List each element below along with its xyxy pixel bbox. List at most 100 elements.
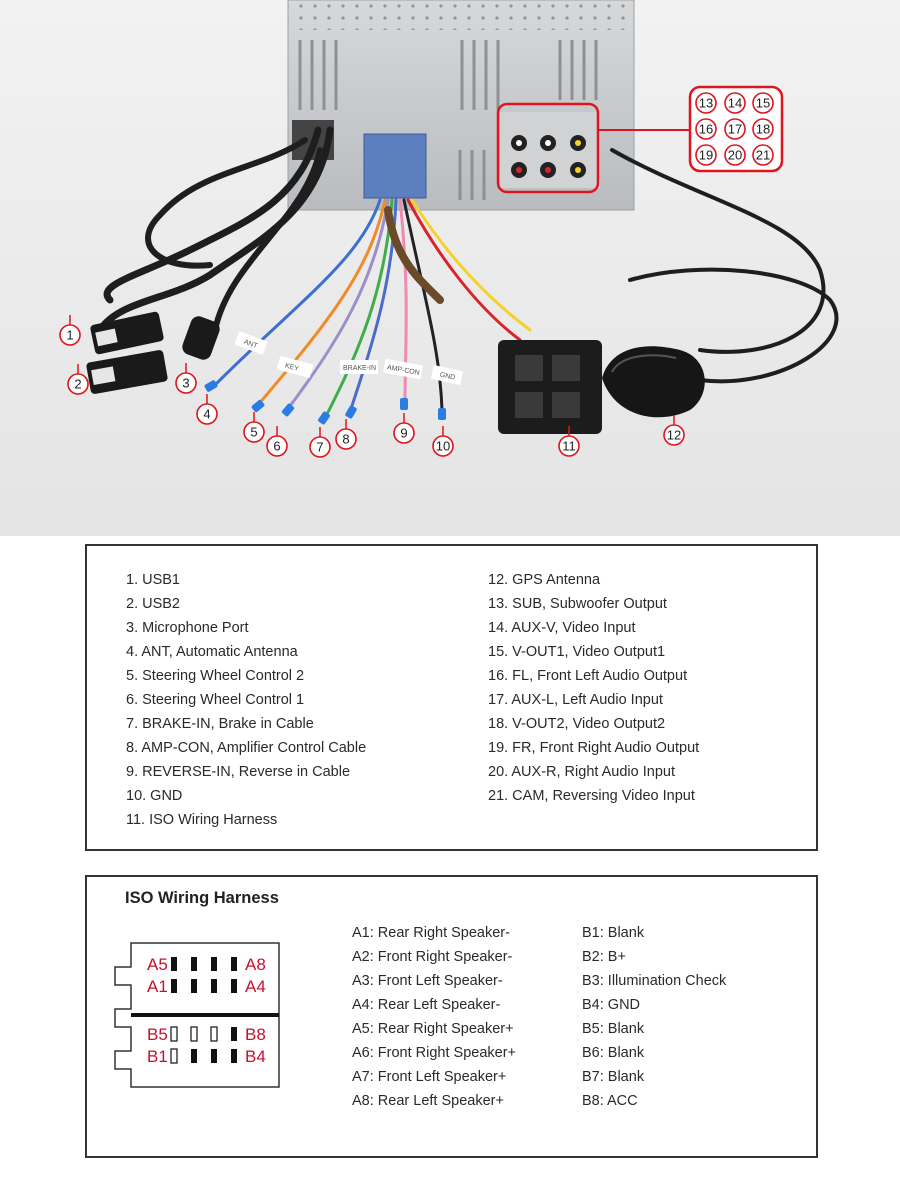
iso-pin-item: A3: Front Left Speaker- bbox=[352, 973, 503, 989]
legend-item: 16. FL, Front Left Audio Output bbox=[488, 668, 688, 684]
callout-8: 8 bbox=[335, 419, 357, 450]
iso-pin-item: B8: ACC bbox=[582, 1093, 638, 1109]
legend-item: 17. AUX-L, Left Audio Input bbox=[488, 692, 663, 708]
iso-pin-item: B6: Blank bbox=[582, 1045, 645, 1061]
iso-pin-item: A1: Rear Right Speaker- bbox=[352, 925, 510, 941]
callout-label: 12 bbox=[667, 428, 681, 443]
iso-connector-block bbox=[498, 340, 602, 434]
iso-pin-item: B3: Illumination Check bbox=[582, 973, 727, 989]
callout-12: 12 bbox=[663, 415, 685, 446]
tag-gnd: GND bbox=[439, 372, 456, 382]
callout-17: 17 bbox=[724, 118, 746, 140]
callout-15: 15 bbox=[752, 92, 774, 114]
callout-label: 16 bbox=[699, 122, 713, 137]
callout-label: 14 bbox=[728, 96, 742, 111]
pin-label-a5: A5 bbox=[147, 955, 168, 974]
callout-21: 21 bbox=[752, 144, 774, 166]
callout-label: 18 bbox=[756, 122, 770, 137]
iso-connector-diagram: A5 A8 A1 A4 B5 B8 B1 B4 bbox=[114, 942, 280, 1088]
iso-panel: ISO Wiring Harness A5 A8 A1 A4 B5 B8 B1 … bbox=[85, 875, 818, 1158]
legend-item: 6. Steering Wheel Control 1 bbox=[126, 692, 305, 708]
legend-item: 4. ANT, Automatic Antenna bbox=[126, 644, 298, 660]
callout-9: 9 bbox=[393, 413, 415, 444]
legend-item: 11. ISO Wiring Harness bbox=[126, 812, 278, 828]
legend-item: 2. USB2 bbox=[126, 596, 180, 612]
legend-item: 7. BRAKE-IN, Brake in Cable bbox=[126, 716, 314, 732]
pin-label-b8: B8 bbox=[245, 1025, 266, 1044]
iso-pin-item: A7: Front Left Speaker+ bbox=[352, 1069, 507, 1085]
iso-pin-item: A5: Rear Right Speaker+ bbox=[352, 1021, 514, 1037]
callout-label: 6 bbox=[273, 439, 280, 454]
pin-label-b5: B5 bbox=[147, 1025, 168, 1044]
legend-item: 12. GPS Antenna bbox=[488, 572, 601, 588]
iso-pin-item: A2: Front Right Speaker- bbox=[352, 949, 513, 965]
legend-list-right: 12. GPS Antenna 13. SUB, Subwoofer Output… bbox=[488, 568, 699, 808]
legend-item: 10. GND bbox=[126, 788, 183, 804]
iso-pin-item: B7: Blank bbox=[582, 1069, 645, 1085]
callout-label: 5 bbox=[250, 425, 257, 440]
callout-19: 19 bbox=[695, 144, 717, 166]
iso-pin-item: B1: Blank bbox=[582, 925, 645, 941]
callout-6: 6 bbox=[266, 426, 288, 457]
callout-16: 16 bbox=[695, 118, 717, 140]
iso-pin-item: A4: Rear Left Speaker- bbox=[352, 997, 501, 1013]
legend-item: 8. AMP-CON, Amplifier Control Cable bbox=[126, 740, 367, 756]
gps-antenna bbox=[602, 346, 705, 418]
legend-list-left: 1. USB1 2. USB2 3. Microphone Port 4. ANT, … bbox=[126, 568, 366, 832]
tag-key: KEY bbox=[284, 362, 300, 372]
callout-13: 13 bbox=[695, 92, 717, 114]
callout-14: 14 bbox=[724, 92, 746, 114]
colored-wires bbox=[213, 198, 532, 420]
legend-panel: 1. USB1 2. USB2 3. Microphone Port 4. ANT, … bbox=[85, 544, 818, 851]
callout-label: 2 bbox=[74, 377, 81, 392]
callout-18: 18 bbox=[752, 118, 774, 140]
legend-item: 1. USB1 bbox=[126, 572, 180, 588]
callout-label: 21 bbox=[756, 148, 770, 163]
pin-label-b4: B4 bbox=[245, 1047, 266, 1066]
pin-label-a4: A4 bbox=[245, 977, 266, 996]
callout-7: 7 bbox=[309, 427, 331, 458]
callout-label: 15 bbox=[756, 96, 770, 111]
iso-pin-item: A8: Rear Left Speaker+ bbox=[352, 1093, 504, 1109]
legend-item: 3. Microphone Port bbox=[126, 620, 249, 636]
callout-20: 20 bbox=[724, 144, 746, 166]
callout-2: 2 bbox=[67, 364, 89, 395]
callout-label: 8 bbox=[342, 432, 349, 447]
tag-ant: ANT bbox=[243, 339, 259, 351]
rca-port-panel bbox=[496, 102, 600, 194]
callout-4: 4 bbox=[196, 394, 218, 425]
black-cables bbox=[96, 126, 839, 384]
callout-label: 11 bbox=[562, 439, 576, 454]
legend-item: 21. CAM, Reversing Video Input bbox=[488, 788, 695, 804]
pin-label-a1: A1 bbox=[147, 977, 168, 996]
callout-label: 7 bbox=[316, 440, 323, 455]
legend-item: 18. V-OUT2, Video Output2 bbox=[488, 716, 666, 732]
legend-item: 20. AUX-R, Right Audio Input bbox=[488, 764, 675, 780]
callout-label: 10 bbox=[436, 439, 450, 454]
pin-label-b1: B1 bbox=[147, 1047, 168, 1066]
iso-pins-a: A1: Rear Right Speaker- A2: Front Right S… bbox=[352, 921, 516, 1113]
callout-11: 11 bbox=[558, 426, 580, 457]
callout-label: 9 bbox=[400, 426, 407, 441]
iso-pin-item: B2: B+ bbox=[582, 949, 626, 965]
iso-pin-item: B4: GND bbox=[582, 997, 641, 1013]
legend-item: 19. FR, Front Right Audio Output bbox=[488, 740, 700, 756]
iso-pin-item: B5: Blank bbox=[582, 1021, 645, 1037]
callout-label: 3 bbox=[182, 376, 189, 391]
callout-label: 1 bbox=[66, 328, 73, 343]
wire-tips bbox=[204, 380, 446, 425]
callout-label: 19 bbox=[699, 148, 713, 163]
callout-5: 5 bbox=[243, 412, 265, 443]
legend-item: 14. AUX-V, Video Input bbox=[488, 620, 636, 636]
callout-label: 20 bbox=[728, 148, 742, 163]
callout-10: 10 bbox=[432, 426, 454, 457]
callout-3: 3 bbox=[175, 363, 197, 394]
callout-label: 13 bbox=[699, 96, 713, 111]
legend-item: 15. V-OUT1, Video Output1 bbox=[488, 644, 666, 660]
iso-title: ISO Wiring Harness bbox=[125, 889, 279, 907]
tag-brake: BRAKE-IN bbox=[343, 365, 376, 372]
legend-item: 9. REVERSE-IN, Reverse in Cable bbox=[126, 764, 351, 780]
legend-item: 13. SUB, Subwoofer Output bbox=[488, 596, 667, 612]
callout-label: 4 bbox=[203, 407, 210, 422]
